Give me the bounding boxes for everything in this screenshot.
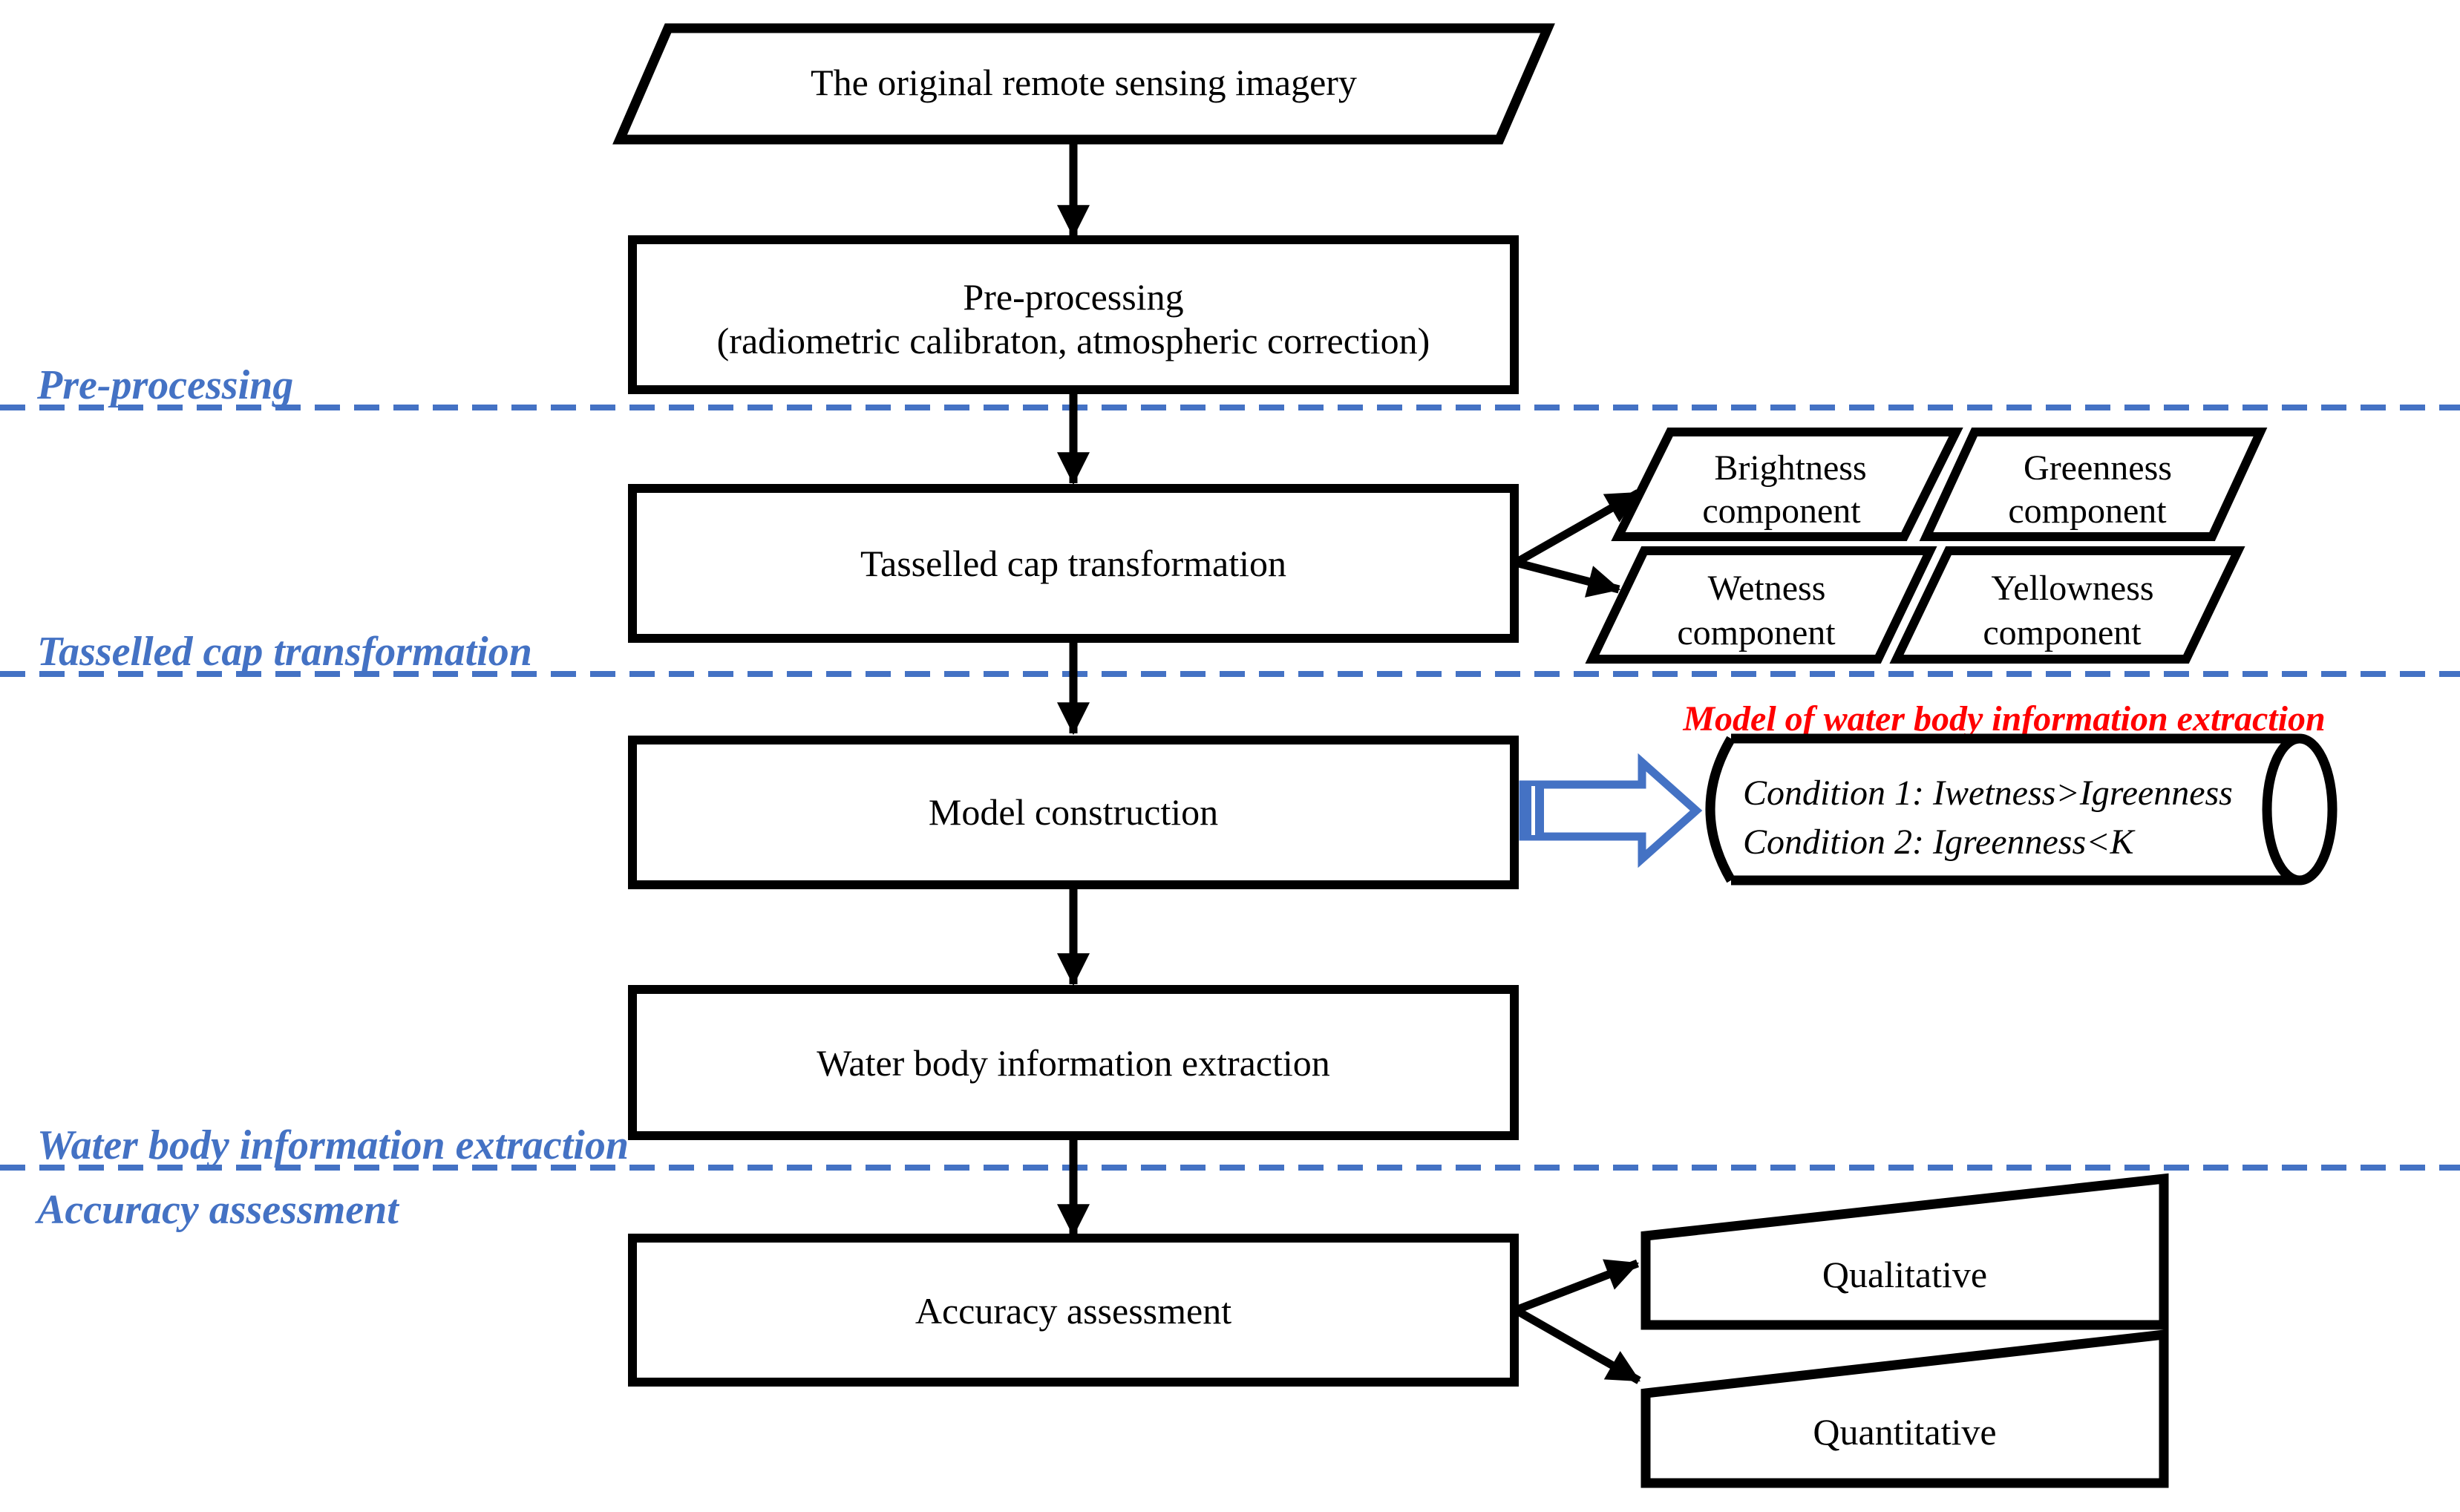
callout-cylinder: [1705, 733, 2338, 886]
node-water-shape: [628, 985, 1519, 1140]
callout-condition2: Condition 2: Igreenness<K: [1743, 822, 2136, 862]
node-accuracy-label: Accuracy assessment: [915, 1290, 1231, 1332]
section-label-accuracy: Accuracy assessment: [35, 1187, 399, 1233]
node-yellowness-shape: [1889, 546, 2245, 664]
node-greenness-line1: Greenness: [2024, 448, 2172, 488]
node-tasselled-label: Tasselled cap transformation: [860, 543, 1286, 584]
node-water-label: Water body information extraction: [817, 1042, 1330, 1084]
arrow-tasselled-to-wetness: [1514, 558, 1621, 598]
block-arrow-tail-slit: [1531, 786, 1535, 835]
arrow-accuracy-to-qualitative: [1514, 1259, 1640, 1315]
node-preprocessing-shape: [628, 235, 1519, 394]
node-quantitative-shape: [1640, 1329, 2169, 1488]
node-greenness-line2: component: [2008, 491, 2167, 531]
node-model-shape: [628, 736, 1519, 889]
arrow-tasselled-to-brightness: [1514, 489, 1640, 566]
node-greenness-shape: [1919, 428, 2268, 541]
node-brightness-shape: [1611, 428, 1963, 541]
node-brightness-line2: component: [1702, 491, 1861, 531]
callout-condition1: Condition 1: Iwetness>Igreenness: [1743, 773, 2233, 813]
node-qualitative-label: Qualitative: [1822, 1254, 1987, 1295]
node-wetness-line2: component: [1677, 613, 1836, 652]
node-wetness-shape: [1585, 546, 1937, 664]
node-preprocessing-line2: (radiometric calibraton, atmospheric cor…: [717, 320, 1430, 361]
node-accuracy-shape: [628, 1234, 1519, 1387]
node-tasselled-shape: [628, 484, 1519, 643]
callout-title: Model of water body information extracti…: [1682, 699, 2325, 739]
node-quantitative-label: Quantitative: [1813, 1411, 1996, 1453]
node-yellowness-line2: component: [1983, 613, 2142, 652]
node-brightness-line1: Brightness: [1714, 448, 1866, 488]
node-model-label: Model construction: [929, 791, 1218, 833]
node-yellowness-line1: Yellowness: [1991, 569, 2153, 608]
arrow-accuracy-to-quantitative: [1514, 1306, 1641, 1384]
section-label-preprocessing: Pre-processing: [36, 362, 293, 408]
node-qualitative-shape: [1640, 1173, 2169, 1330]
section-label-water-extraction: Water body information extraction: [37, 1122, 629, 1168]
node-source-shape: [612, 23, 1555, 145]
node-preprocessing-line1: Pre-processing: [963, 276, 1183, 318]
section-label-tasselled: Tasselled cap transformation: [37, 629, 532, 675]
block-arrow: [1519, 753, 1703, 868]
node-source-label: The original remote sensing imagery: [811, 62, 1357, 103]
node-wetness-line1: Wetness: [1708, 569, 1826, 608]
